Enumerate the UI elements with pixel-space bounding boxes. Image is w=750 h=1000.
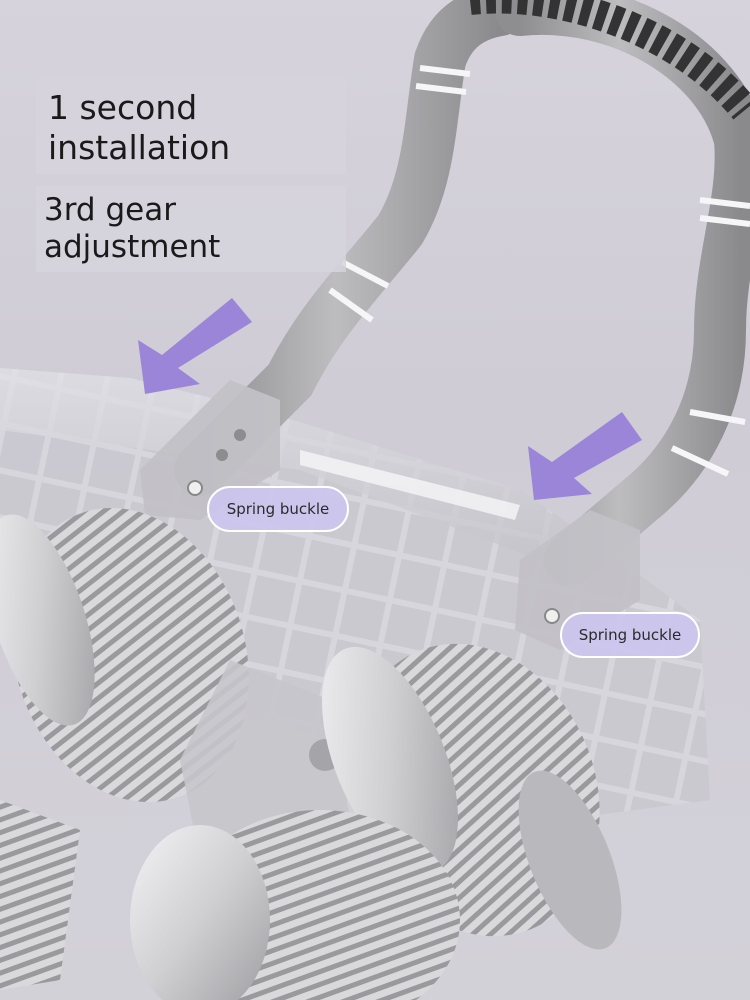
subheadline-line-2: adjustment — [44, 229, 221, 266]
subheadline-line-1: 3rd gear — [44, 192, 176, 228]
arrow-left — [138, 298, 252, 394]
wheel-left-back — [0, 507, 249, 990]
spring-buckle-callout-left: Spring buckle — [207, 486, 349, 532]
handle — [140, 0, 750, 650]
spring-buckle-callout-right: Spring buckle — [560, 612, 700, 658]
headline-box: 1 second installation — [36, 78, 346, 174]
wheel-bottom — [130, 810, 460, 1000]
subheadline-box: 3rd gear adjustment — [36, 186, 346, 272]
headline-line-2: installation — [48, 127, 231, 167]
headline-line-1: 1 second — [48, 88, 198, 127]
arrow-right — [528, 412, 642, 500]
